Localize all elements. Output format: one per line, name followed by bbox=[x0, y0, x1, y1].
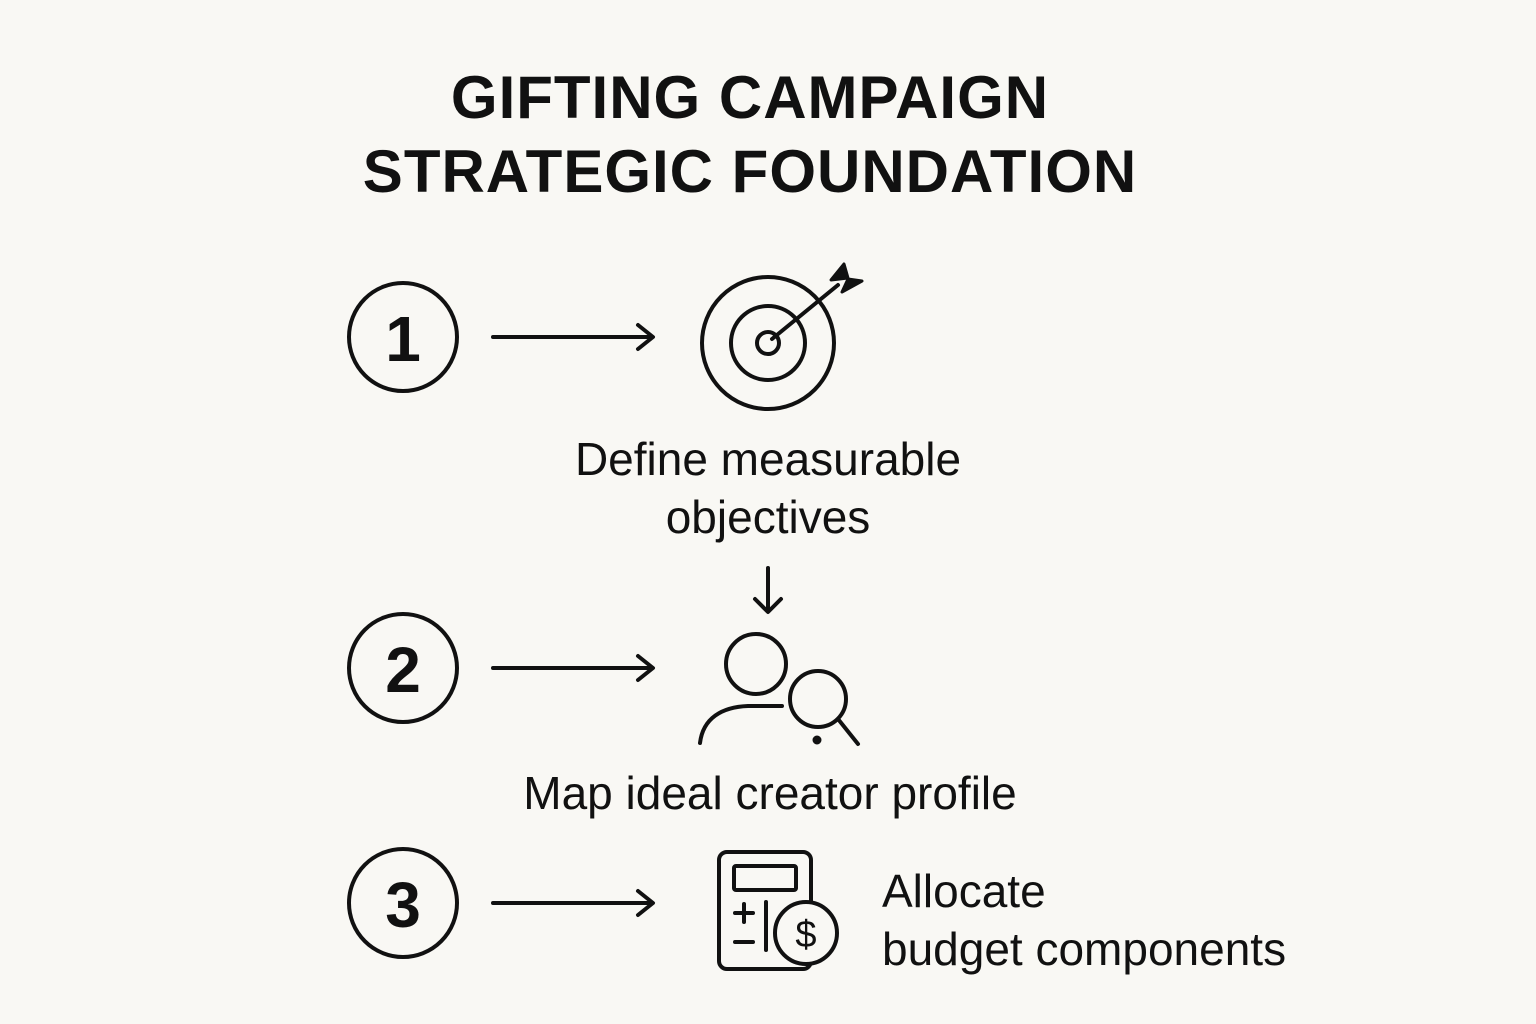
step-3-label: Allocate budget components bbox=[882, 862, 1482, 978]
step-3-arrow bbox=[491, 889, 655, 917]
step-3-label-line-2: budget components bbox=[882, 923, 1287, 975]
budget-calculator-icon: $ bbox=[717, 850, 839, 971]
step-2: 2 bbox=[347, 612, 860, 746]
step-3-circle bbox=[347, 847, 459, 959]
step-2-circle bbox=[347, 612, 459, 724]
title-line-1: GIFTING CAMPAIGN bbox=[450, 64, 1050, 131]
step-1-arrow bbox=[491, 323, 655, 351]
person-search-icon bbox=[698, 632, 860, 746]
step-1: 1 bbox=[347, 262, 864, 411]
step-3: 3 $ bbox=[347, 847, 839, 971]
step-1-label-line-1: Define measurable bbox=[574, 433, 962, 485]
step-2-number: 2 bbox=[385, 634, 421, 706]
step-2-label-line-1: Map ideal creator profile bbox=[523, 767, 1017, 819]
step-1-label-line-2: objectives bbox=[665, 491, 871, 543]
step-1-number: 1 bbox=[385, 303, 421, 375]
target-with-arrow-icon bbox=[700, 262, 864, 411]
step-1-circle bbox=[347, 281, 459, 393]
step-2-arrow bbox=[491, 654, 655, 682]
down-arrow bbox=[753, 566, 783, 614]
dollar-sign-icon: $ bbox=[795, 914, 816, 956]
title-line-2: STRATEGIC FOUNDATION bbox=[362, 138, 1138, 205]
step-3-number: 3 bbox=[385, 869, 421, 941]
step-3-label-line-1: Allocate bbox=[882, 865, 1046, 917]
step-2-label: Map ideal creator profile bbox=[400, 764, 1140, 822]
step-1-label: Define measurable objectives bbox=[468, 430, 1068, 546]
